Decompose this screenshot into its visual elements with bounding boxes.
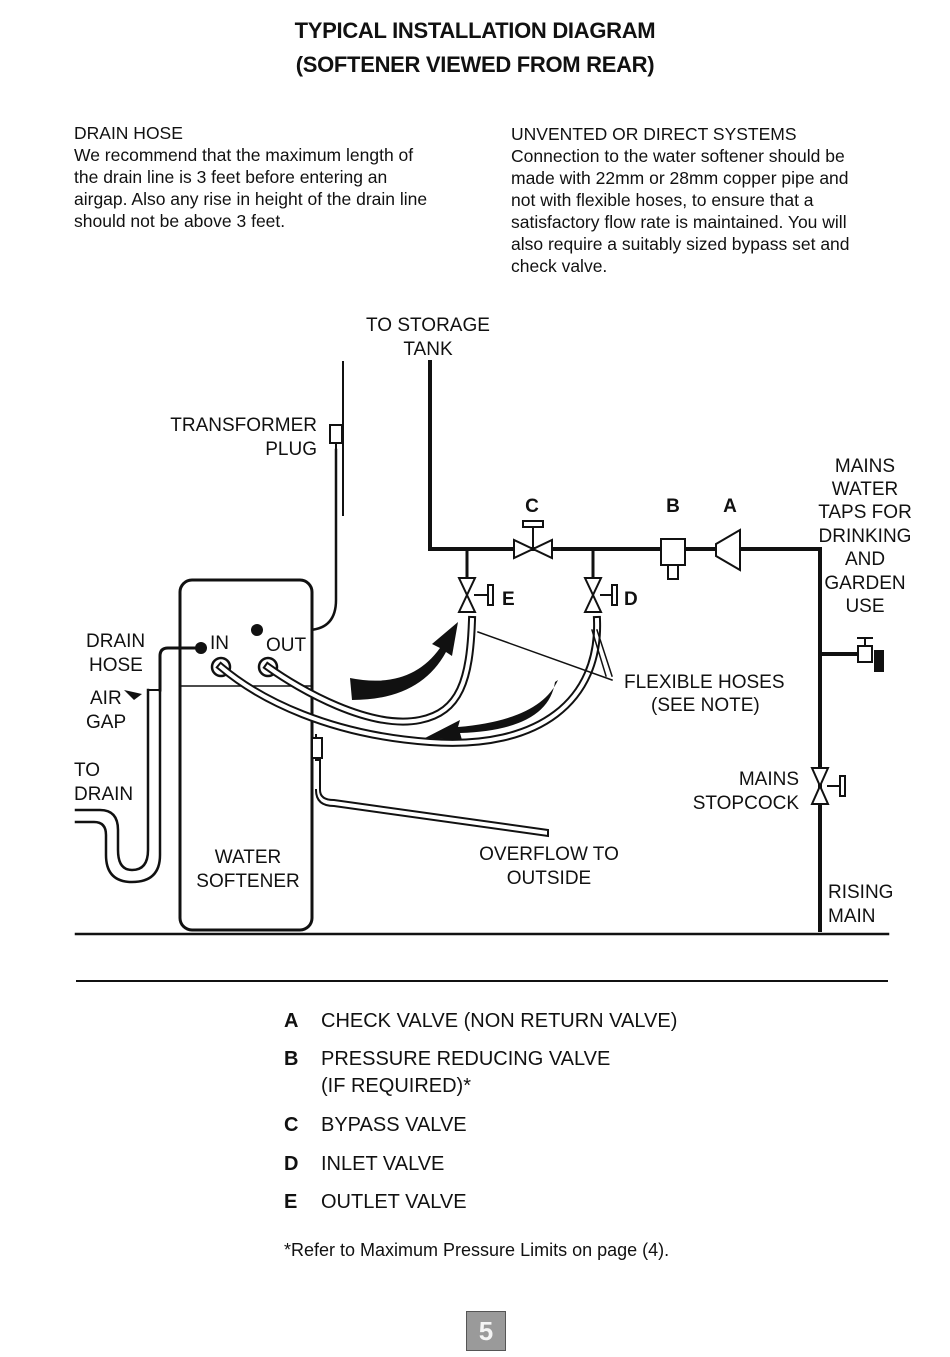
transformer-plug-label: TRANSFORMER (170, 415, 317, 436)
flexible-hoses-label: (SEE NOTE) (651, 695, 760, 716)
unvented-note-line: Connection to the water softener should … (511, 146, 845, 166)
legend-label: PRESSURE REDUCING VALVE (321, 1048, 611, 1070)
overflow-fitting-icon (311, 737, 323, 759)
unvented-note-line: check valve. (511, 256, 608, 276)
mains-stopcock-label: STOPCOCK (693, 793, 800, 814)
flow-arrow-outlet (350, 622, 458, 700)
flex-hose-leader (477, 631, 613, 681)
mains-taps-label: AND (845, 549, 885, 570)
drain-hose-label: DRAIN (86, 631, 145, 652)
page-subtitle: (SOFTENER VIEWED FROM REAR) (295, 52, 655, 77)
check-valve-letter: A (723, 496, 737, 517)
legend-label: BYPASS VALVE (321, 1114, 467, 1136)
outlet-valve-letter: E (502, 589, 515, 610)
pressure-reducing-valve-base (667, 564, 679, 580)
page-number-badge: 5 (466, 1311, 506, 1351)
inlet-valve-handle-icon (611, 584, 618, 606)
flexible-hose-inlet-core (218, 617, 600, 745)
legend-label: CHECK VALVE (NON RETURN VALVE) (321, 1010, 678, 1032)
air-gap-label: AIR (90, 688, 122, 709)
power-connector-icon (251, 624, 263, 636)
rising-main-label: RISING (828, 882, 893, 903)
inlet-valve-letter: D (624, 589, 638, 610)
drain-hose-note-line: should not be above 3 feet. (74, 211, 286, 231)
out-label: OUT (266, 635, 307, 656)
pressure-reducing-valve-icon (660, 538, 686, 566)
drain-trap-outer (74, 688, 150, 872)
mains-stopcock-label: MAINS (739, 769, 799, 790)
legend-key: C (284, 1114, 299, 1136)
stopcock-handle-icon (839, 775, 846, 797)
page-number: 5 (478, 1316, 494, 1346)
mains-taps-label: USE (845, 596, 884, 617)
supply-pipework (428, 360, 822, 932)
drain-hose-note-line: We recommend that the maximum length of (74, 145, 414, 165)
drain-trap-inner (74, 688, 162, 884)
flexible-hoses-label: FLEXIBLE HOSES (624, 672, 785, 693)
storage-tank-label: TANK (403, 339, 453, 360)
pressure-valve-letter: B (666, 496, 680, 517)
legend-key: E (284, 1191, 298, 1213)
flexible-hose-outlet-core (265, 617, 475, 724)
unvented-note-line: made with 22mm or 28mm copper pipe and (511, 168, 849, 188)
unvented-note-line: also require a suitably sized bypass set… (511, 234, 850, 254)
legend-key: D (284, 1153, 299, 1175)
transformer-plug-label: PLUG (265, 439, 317, 460)
drain-hose-line (158, 646, 203, 692)
installation-diagram: TO STORAGE TANK TRANSFORMER PLUG MAINS W… (74, 315, 912, 982)
outlet-valve-handle-icon (487, 584, 494, 606)
flex-hose-leader (596, 629, 613, 677)
flex-hose-leader (591, 629, 607, 677)
drain-hose-label: HOSE (89, 655, 143, 676)
unvented-note-line: satisfactory flow rate is maintained. Yo… (511, 212, 847, 232)
legend-label: INLET VALVE (321, 1153, 445, 1175)
mains-taps-label: DRINKING (819, 526, 912, 547)
drain-hose-note: DRAIN HOSE We recommend that the maximum… (74, 122, 427, 232)
footnote: *Refer to Maximum Pressure Limits on pag… (284, 1240, 670, 1260)
bypass-valve-letter: C (525, 496, 539, 517)
drain-hose-note-line: airgap. Also any rise in height of the d… (74, 189, 428, 209)
page-title: TYPICAL INSTALLATION DIAGRAM (294, 18, 656, 43)
in-label: IN (210, 633, 229, 654)
inlet-valve-icon (583, 577, 603, 613)
legend-label: OUTLET VALVE (321, 1191, 467, 1213)
outlet-valve-icon (457, 577, 477, 613)
mains-taps-label: WATER (832, 479, 899, 500)
storage-tank-label: TO STORAGE (366, 315, 490, 336)
unvented-note-line: not with flexible hoses, to ensure that … (511, 190, 814, 210)
mains-stopcock-icon (810, 767, 830, 805)
garden-tap-spout-icon (874, 650, 884, 672)
water-softener-label: WATER (215, 847, 282, 868)
unvented-systems-note: UNVENTED OR DIRECT SYSTEMS Connection to… (511, 123, 850, 277)
mains-taps-label: GARDEN (824, 573, 905, 594)
unvented-note-heading: UNVENTED OR DIRECT SYSTEMS (511, 124, 797, 144)
check-valve-icon (715, 528, 741, 572)
mains-taps-label: MAINS (835, 456, 895, 477)
overflow-pipe (314, 734, 549, 838)
bypass-valve-handle-icon (522, 520, 544, 528)
overflow-label: OUTSIDE (507, 868, 591, 889)
legend-label: (IF REQUIRED)* (321, 1075, 471, 1097)
water-softener-label: SOFTENER (196, 871, 299, 892)
drain-hose-note-line: the drain line is 3 feet before entering… (74, 167, 388, 187)
mains-taps-label: TAPS FOR (818, 502, 912, 523)
to-drain-label: TO (74, 760, 100, 781)
legend-key: A (284, 1010, 299, 1032)
drain-hose-note-heading: DRAIN HOSE (74, 123, 183, 143)
legend-key: B (284, 1048, 299, 1070)
flow-arrow-inlet (425, 680, 558, 740)
overflow-label: OVERFLOW TO (479, 844, 619, 865)
air-gap-arrow-icon (124, 690, 142, 700)
to-drain-label: DRAIN (74, 784, 133, 805)
air-gap-label: GAP (86, 712, 126, 733)
garden-tap-icon (857, 645, 873, 663)
rising-main-label: MAIN (828, 906, 876, 927)
transformer-plug-icon (329, 424, 343, 444)
